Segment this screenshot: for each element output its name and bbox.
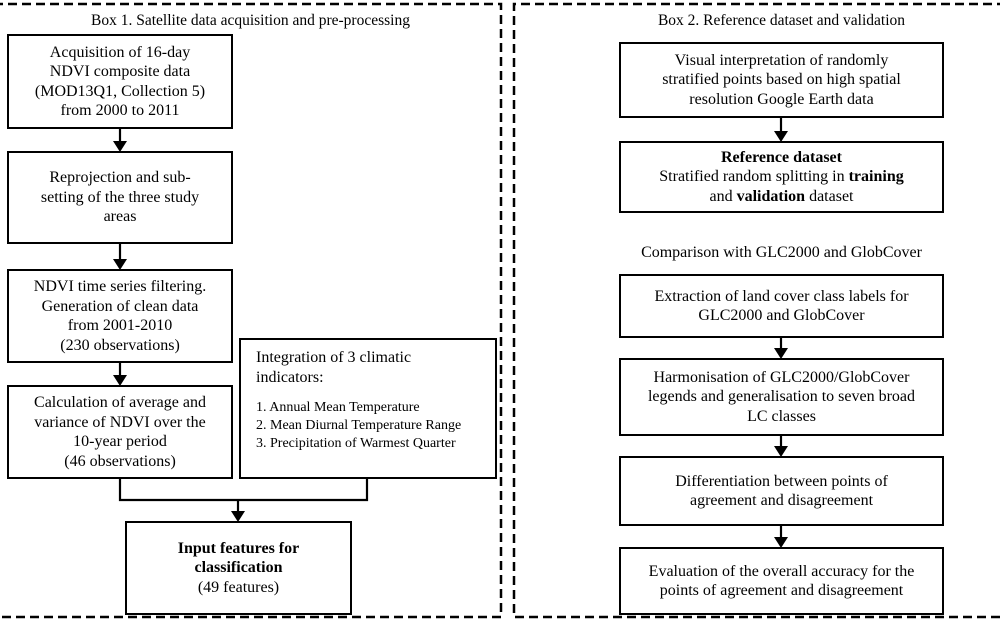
text-line: Reprojection and sub-: [49, 169, 191, 187]
text-line: GLC2000 and GlobCover: [698, 307, 865, 324]
text-line: Generation of clean data: [41, 297, 199, 315]
step-reference-dataset: Reference dataset Stratified random spli…: [619, 141, 944, 213]
input-features-heading: Input features for classification: [178, 539, 299, 578]
step-input-features: Input features for classification (49 fea…: [125, 521, 352, 615]
reference-line2-bold: training: [848, 168, 904, 186]
box2-title: Box 2. Reference dataset and validation: [657, 12, 906, 29]
arrow-down-icon: [774, 131, 788, 142]
text-line: Calculation of average and: [34, 394, 206, 411]
arrow-down-icon: [113, 141, 127, 152]
step-harmonisation: Harmonisation of GLC2000/GlobCover legend…: [619, 358, 944, 436]
text-line: variance of NDVI over the: [34, 413, 206, 431]
reference-line3-post: dataset: [805, 187, 854, 205]
text-line: 10-year period: [73, 433, 167, 450]
reference-line3-pre: and: [709, 187, 737, 205]
text-line: resolution Google Earth data: [689, 90, 874, 108]
text-line: indicators:: [256, 369, 324, 386]
arrow-down-icon: [774, 348, 788, 359]
text-line: points of agreement and disagreement: [659, 582, 904, 599]
merge-connector: [118, 477, 369, 502]
box1-title: Box 1. Satellite data acquisition and pr…: [91, 12, 410, 29]
step-visual-interpretation: Visual interpretation of randomly stratif…: [619, 42, 944, 118]
text-line: Differentiation between points of: [675, 472, 888, 490]
text-line: setting of the three study: [40, 188, 200, 206]
step-evaluation: Evaluation of the overall accuracy for t…: [619, 547, 944, 615]
text-line: LC classes: [747, 407, 816, 425]
arrow-down-icon: [113, 375, 127, 386]
input-features-note: (49 features): [197, 578, 280, 596]
text-line: (MOD13Q1, Collection 5): [34, 82, 206, 100]
step-calculation: Calculation of average and variance of ND…: [7, 385, 233, 479]
text-line: (46 observations): [64, 452, 176, 470]
text-line: (230 observations): [60, 336, 180, 354]
text-line: Evaluation of the overall accuracy for t…: [648, 562, 915, 580]
text-line: Visual interpretation of randomly: [674, 51, 889, 69]
text-line: areas: [103, 208, 137, 226]
step-reprojection: Reprojection and sub-setting of the thre…: [7, 151, 233, 244]
text-line: from 2000 to 2011: [60, 102, 180, 119]
text-line: 3. Precipitation of Warmest Quarter: [256, 436, 456, 451]
box2-dashed-border: [512, 2, 1000, 619]
text-line: Integration of 3 climatic: [256, 349, 412, 366]
text-line: NDVI time series filtering.: [33, 278, 207, 295]
text-line: legends and generalisation to seven broa…: [647, 388, 916, 406]
step-climatic-indicators: Integration of 3 climatic indicators: 1. …: [239, 338, 497, 479]
reference-dataset-line3: and validation dataset: [710, 187, 854, 207]
step-differentiation: Differentiation between points of agreeme…: [619, 456, 944, 526]
box1-dashed-border: [0, 2, 503, 619]
text-line: stratified points based on high spatial: [662, 71, 901, 89]
text-line: classification: [194, 559, 283, 577]
climatic-indicator-list: 1. Annual Mean Temperature 2. Mean Diurna…: [256, 399, 461, 453]
text-line: agreement and disagreement: [689, 492, 874, 509]
text-line: Extraction of land cover class labels fo…: [654, 287, 909, 305]
reference-dataset-title: Reference dataset: [721, 148, 842, 166]
arrow-down-icon: [231, 511, 245, 522]
reference-line2-text: Stratified random splitting in: [659, 168, 849, 186]
text-line: Input features for: [177, 539, 300, 557]
text-line: 2. Mean Diurnal Temperature Range: [256, 418, 462, 433]
reference-line3-bold: validation: [736, 187, 806, 205]
arrow-down-icon: [774, 537, 788, 548]
text-line: Acquisition of 16-day: [49, 43, 191, 61]
step-filtering: NDVI time series filtering. Generation of…: [7, 269, 233, 363]
text-line: Harmonisation of GLC2000/GlobCover: [653, 368, 910, 386]
step-extraction: Extraction of land cover class labels fo…: [619, 274, 944, 338]
reference-dataset-line2: Stratified random splitting in training: [659, 167, 903, 187]
arrow-down-icon: [774, 446, 788, 457]
climatic-heading: Integration of 3 climatic indicators:: [256, 348, 411, 388]
flow-connectors: [118, 117, 783, 538]
comparison-label: Comparison with GLC2000 and GlobCover: [641, 244, 922, 261]
text-line: NDVI composite data: [49, 63, 191, 80]
text-line: 1. Annual Mean Temperature: [256, 400, 420, 415]
flow-arrowheads: [113, 131, 788, 548]
text-line: from 2001-2010: [67, 317, 173, 334]
arrow-down-icon: [113, 259, 127, 270]
